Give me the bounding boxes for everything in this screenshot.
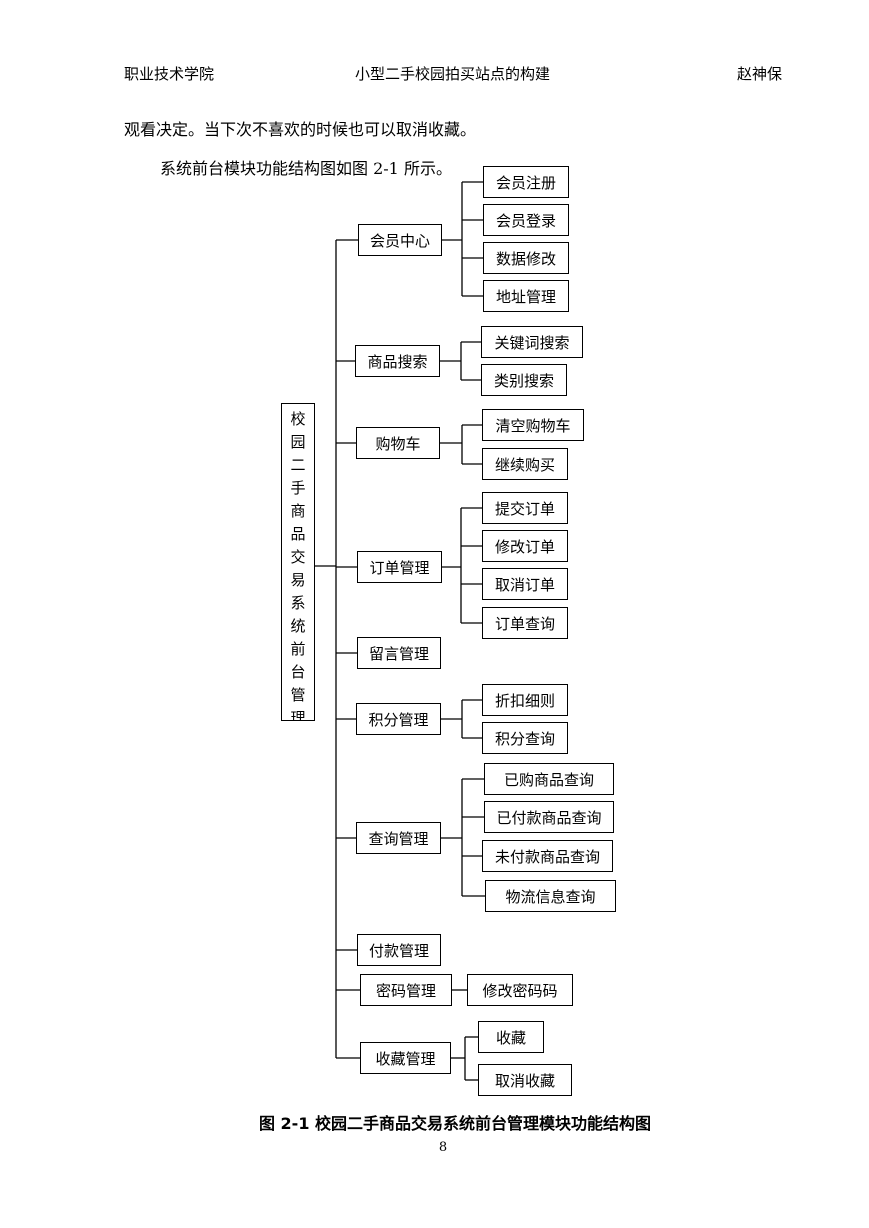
module-node: 会员中心 [358, 224, 442, 256]
root-char: 园 [290, 433, 306, 451]
submodule-node: 会员登录 [483, 204, 569, 236]
module-node: 订单管理 [357, 551, 442, 583]
submodule-node: 折扣细则 [482, 684, 568, 716]
submodule-node: 已付款商品查询 [484, 801, 614, 833]
submodule-node: 地址管理 [483, 280, 569, 312]
root-char: 校 [290, 410, 306, 428]
submodule-node: 数据修改 [483, 242, 569, 274]
submodule-node: 已购商品查询 [484, 763, 614, 795]
submodule-node: 继续购买 [482, 448, 568, 480]
module-node: 查询管理 [356, 822, 441, 854]
root-char: 系 [290, 594, 306, 612]
header-left: 职业技术学院 [124, 65, 215, 83]
body-line-2: 系统前台模块功能结构图如图 2-1 所示。 [160, 159, 452, 178]
submodule-node: 类别搜索 [481, 364, 567, 396]
submodule-node: 清空购物车 [482, 409, 584, 441]
submodule-node: 取消订单 [482, 568, 568, 600]
submodule-node: 关键词搜索 [481, 326, 583, 358]
module-node: 商品搜索 [355, 345, 440, 377]
submodule-node: 提交订单 [482, 492, 568, 524]
header-right: 赵神保 [737, 65, 783, 83]
root-char: 台 [290, 663, 306, 681]
root-char: 交 [290, 548, 306, 566]
submodule-node: 物流信息查询 [485, 880, 616, 912]
root-node: 校园二手商品交易系统前台管理 [281, 403, 315, 721]
submodule-node: 积分查询 [482, 722, 568, 754]
module-node: 密码管理 [360, 974, 452, 1006]
module-node: 付款管理 [357, 934, 441, 966]
root-char: 二 [290, 456, 306, 474]
module-node: 积分管理 [356, 703, 441, 735]
submodule-node: 修改密码码 [467, 974, 573, 1006]
submodule-node: 收藏 [478, 1021, 544, 1053]
root-char: 理 [290, 709, 306, 721]
root-char: 管 [290, 686, 306, 704]
root-char: 商 [290, 502, 306, 520]
submodule-node: 未付款商品查询 [482, 840, 613, 872]
submodule-node: 订单查询 [482, 607, 568, 639]
header-center: 小型二手校园拍买站点的构建 [355, 65, 551, 83]
page-number: 8 [438, 1140, 448, 1155]
submodule-node: 会员注册 [483, 166, 569, 198]
root-char: 前 [290, 640, 306, 658]
module-node: 留言管理 [357, 637, 441, 669]
figure-caption: 图 2-1 校园二手商品交易系统前台管理模块功能结构图 [258, 1114, 652, 1133]
module-node: 购物车 [356, 427, 440, 459]
submodule-node: 修改订单 [482, 530, 568, 562]
root-char: 品 [290, 525, 306, 543]
body-line-1: 观看决定。当下次不喜欢的时候也可以取消收藏。 [124, 120, 477, 139]
module-node: 收藏管理 [360, 1042, 451, 1074]
root-char: 统 [290, 617, 306, 635]
root-char: 易 [290, 571, 306, 589]
submodule-node: 取消收藏 [478, 1064, 572, 1096]
root-char: 手 [290, 479, 306, 497]
